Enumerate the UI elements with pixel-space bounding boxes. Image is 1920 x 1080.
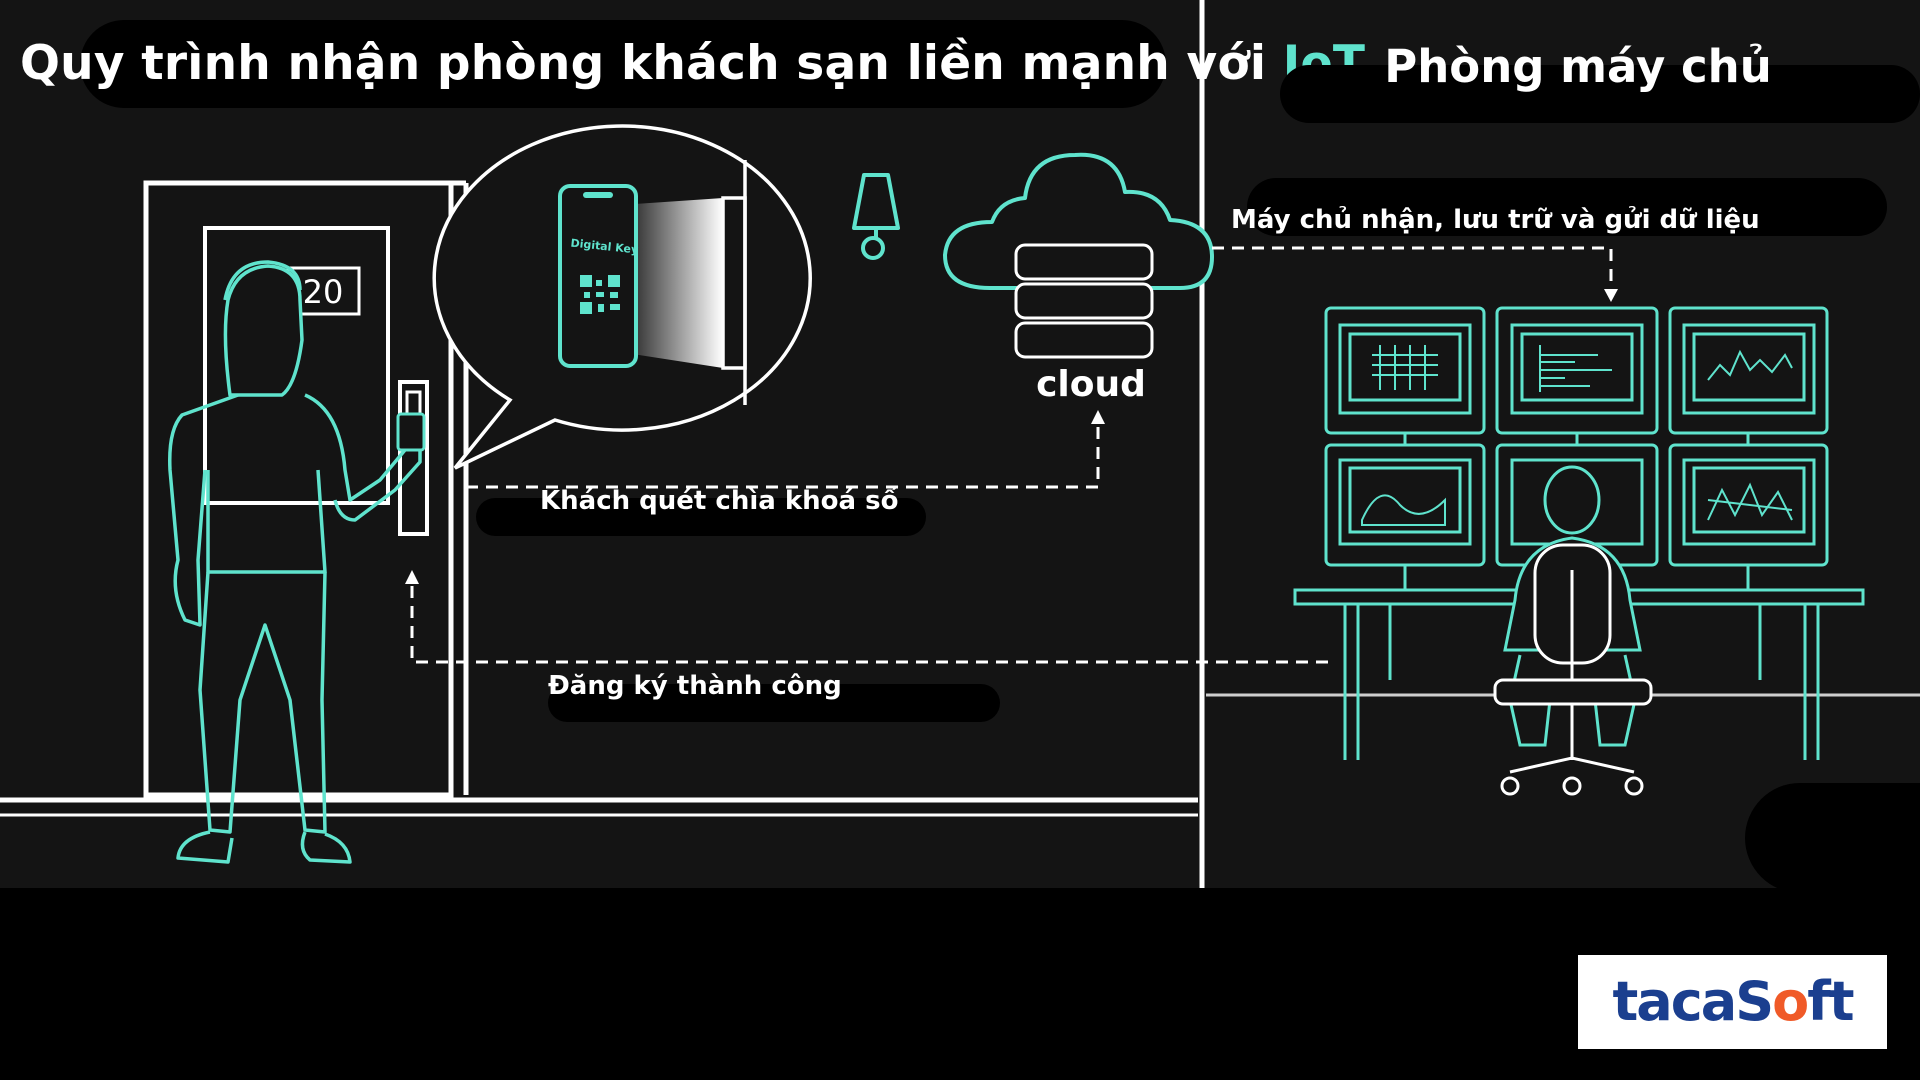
logo-part-taca: taca [1612, 970, 1737, 1033]
qr-code-icon [580, 275, 620, 314]
server-room-title: Phòng máy chủ [1384, 40, 1772, 93]
monitor-charts [1361, 345, 1793, 526]
flow-guest-to-cloud [466, 422, 1100, 489]
tacasoft-logo: tacaSoft [1578, 955, 1887, 1049]
logo-part-ft: ft [1807, 970, 1854, 1033]
server-title-pill [1280, 65, 1920, 123]
logo-wordmark: tacaSoft [1612, 975, 1854, 1029]
flow-lines [410, 246, 1613, 664]
success-label-pill [548, 684, 1000, 722]
guest-phone [396, 412, 426, 452]
server-receives-label: Máy chủ nhận, lưu trữ và gửi dữ liệu [1231, 205, 1760, 235]
office-chair [1493, 543, 1653, 796]
flow-server-to-door [410, 580, 1328, 664]
cloud-label: cloud [1036, 364, 1146, 405]
arrow-up-door-icon [405, 570, 419, 584]
digital-key-phone: Digital Key [558, 184, 639, 368]
title-main: Quy trình nhận phòng khách sạn liền mạnh… [20, 36, 1283, 91]
logo-part-s: S [1735, 970, 1774, 1033]
title-pill [80, 20, 1166, 108]
arrow-down-server-icon [1604, 289, 1618, 302]
scan-beam [620, 198, 723, 368]
wall-lamp-icon [852, 173, 900, 260]
registration-success-label: Đăng ký thành công [548, 671, 842, 701]
logo-part-o: o [1772, 970, 1809, 1033]
guest-scans-label: Khách quét chìa khoá số [540, 486, 899, 516]
corner-pill [1745, 783, 1920, 888]
diagram-graphics: 20 [0, 0, 1920, 888]
page-title: Quy trình nhận phòng khách sạn liền mạnh… [20, 36, 1365, 91]
guest-label-pill [476, 498, 926, 536]
diagram-scene: 20 [0, 0, 1920, 888]
arrow-up-cloud-icon [1091, 410, 1105, 424]
guest-figure [168, 260, 422, 864]
flow-cloud-to-server [1212, 246, 1613, 290]
door-number: 20 [303, 273, 344, 311]
server-label-pill [1247, 178, 1887, 236]
server-stack-icon [1014, 243, 1154, 359]
